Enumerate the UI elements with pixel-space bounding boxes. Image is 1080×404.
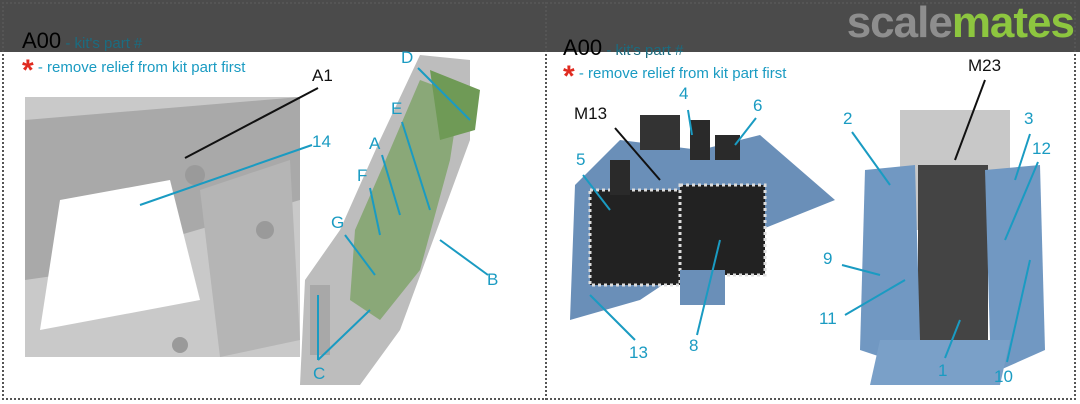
panel-divider <box>545 2 547 400</box>
kit-part-hint: - kit's part # <box>65 35 143 52</box>
instrument-panel-photo <box>570 115 835 320</box>
label-5: 5 <box>576 150 586 169</box>
label-9: 9 <box>823 249 833 268</box>
label-g: G <box>331 213 345 232</box>
legend-relief-left: * - remove relief from kit part first <box>22 54 245 88</box>
watermark-banner: scalemates <box>0 0 1080 52</box>
label-c: C <box>313 364 326 383</box>
label-2: 2 <box>843 109 853 128</box>
label-12: 12 <box>1032 139 1051 158</box>
asterisk-icon: * <box>563 60 575 93</box>
kit-part-hint: - kit's part # <box>606 42 684 59</box>
relief-note: - remove relief from kit part first <box>37 59 246 76</box>
legend-kit-part-left: A00 - kit's part # <box>22 28 142 54</box>
label-4: 4 <box>679 84 689 103</box>
legend-relief-right: * - remove relief from kit part first <box>563 60 786 94</box>
label-10: 10 <box>994 367 1013 386</box>
page-frame <box>2 2 1076 400</box>
label-8: 8 <box>689 336 699 355</box>
label-m13: M13 <box>574 104 608 123</box>
kit-part-code: A00 <box>22 28 62 53</box>
ejection-seat-photo <box>300 55 480 385</box>
label-11: 11 <box>819 309 837 328</box>
label-e: E <box>391 99 403 118</box>
legend-kit-part-right: A00 - kit's part # <box>563 35 683 61</box>
label-a1: A1 <box>312 66 333 85</box>
label-1: 1 <box>938 361 948 380</box>
kit-part-photo <box>25 97 300 357</box>
label-6: 6 <box>753 96 763 115</box>
kit-part-code: A00 <box>563 35 603 60</box>
asterisk-icon: * <box>22 54 34 87</box>
label-3: 3 <box>1024 109 1034 128</box>
cockpit-tub-photo <box>860 110 1045 385</box>
label-a: A <box>369 134 381 153</box>
leader-lines <box>139 67 1039 363</box>
label-14: 14 <box>312 132 331 151</box>
label-b: B <box>487 270 499 289</box>
scalemates-logo: scalemates <box>846 0 1075 47</box>
label-f: F <box>357 166 368 185</box>
label-13: 13 <box>629 343 648 362</box>
label-m23: M23 <box>968 56 1002 75</box>
relief-note: - remove relief from kit part first <box>578 65 787 82</box>
label-d: D <box>401 48 414 67</box>
